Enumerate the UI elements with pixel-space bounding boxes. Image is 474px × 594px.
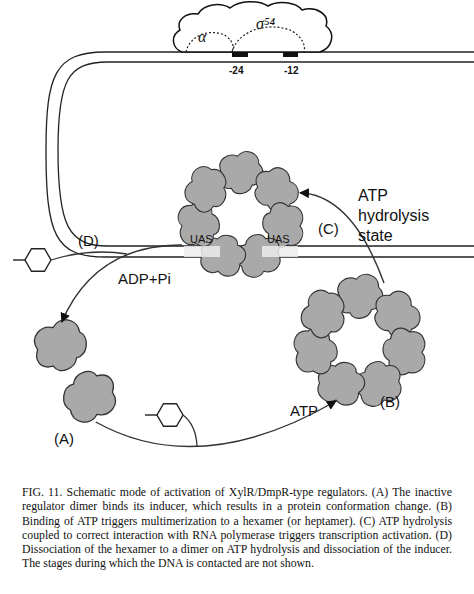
cycle-arrow — [96, 401, 336, 447]
node-outline — [300, 283, 420, 401]
node-text: (A) — [54, 430, 74, 448]
inducer-molecule — [13, 249, 127, 272]
regulator-hexamer: (B) — [300, 283, 420, 401]
cycle-arrow — [62, 245, 182, 322]
node-outline — [182, 158, 300, 274]
node-text: α — [198, 27, 206, 46]
node-text: (B) — [380, 393, 400, 411]
protein-subunit — [261, 202, 305, 249]
uas-site — [262, 246, 298, 257]
node-outline — [32, 322, 117, 422]
inducer-molecule — [145, 404, 197, 446]
node-text: UAS — [267, 233, 290, 246]
protein-subunit — [178, 160, 235, 219]
regulator-hexamer: UAS UAS — [182, 158, 300, 274]
annotation-label: -24 — [229, 65, 243, 77]
rna-polymerase: α σ⁵⁴ — [168, 0, 336, 58]
annotation-label: (C) — [318, 220, 339, 238]
figure-caption: FIG. 11. Schematic mode of activation of… — [22, 485, 452, 571]
node-outline — [168, 0, 336, 58]
node-text: UAS — [190, 233, 213, 246]
subunit-boundary — [186, 33, 233, 52]
annotation-label: (D) — [78, 232, 99, 250]
edge-label: ADP+Pi — [118, 270, 171, 288]
protein-subunit — [294, 284, 354, 345]
protein-subunit — [27, 315, 93, 378]
dna-strand — [46, 52, 474, 257]
node-text: σ⁵⁴ — [256, 14, 275, 33]
polymerase-outline — [173, 2, 331, 52]
regulator-dimer: (A) — [32, 322, 117, 422]
annotation-label: -12 — [284, 65, 298, 77]
protein-subunit — [57, 364, 123, 427]
edge-label: ATP — [290, 402, 318, 420]
edge-label: ATP hydrolysis state — [358, 186, 448, 246]
uas-site — [184, 246, 220, 257]
